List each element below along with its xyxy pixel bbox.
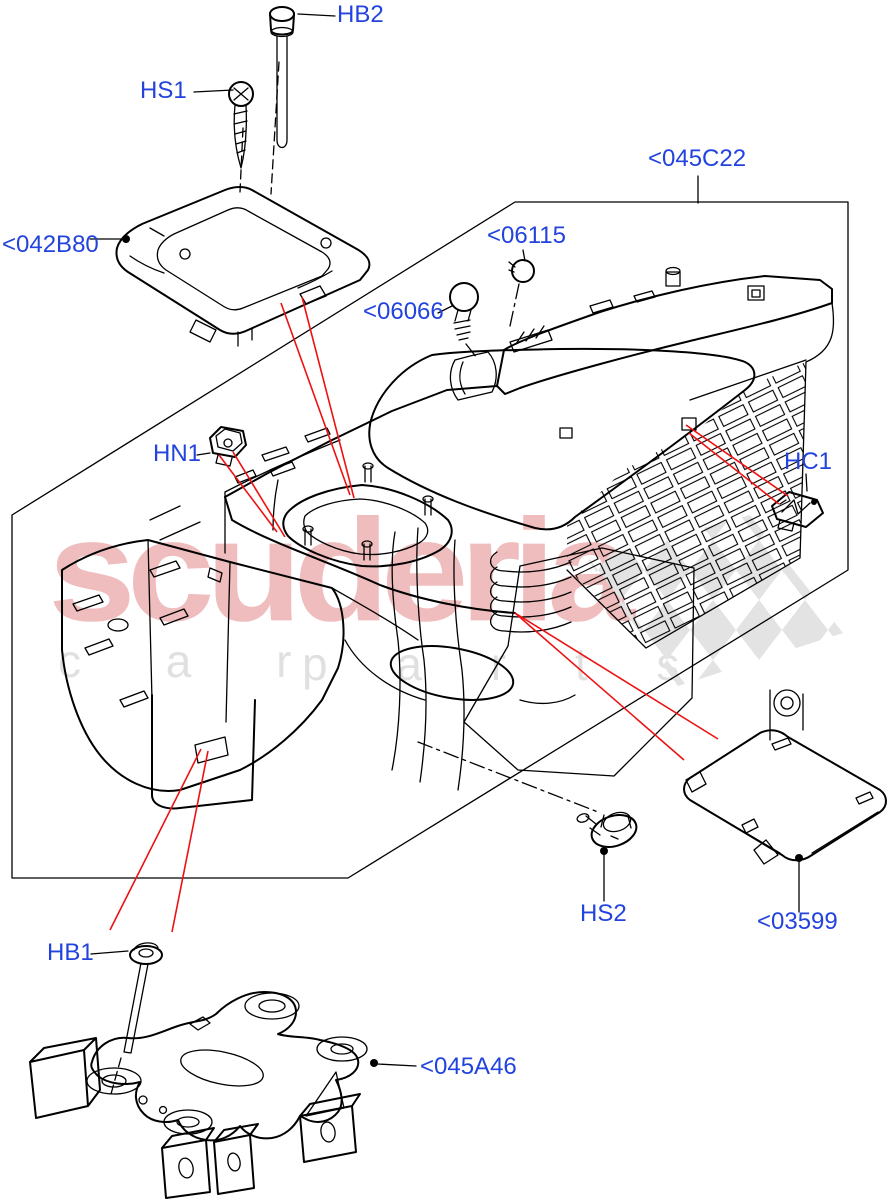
part-hn1-clip bbox=[209, 426, 247, 467]
watermark-word-parts: p a r t s bbox=[302, 638, 708, 690]
callout-06066[interactable]: <06066 bbox=[363, 298, 444, 325]
callout-045c22[interactable]: <045C22 bbox=[648, 145, 747, 172]
part-console-body bbox=[61, 347, 807, 810]
callout-042b80[interactable]: <042B80 bbox=[2, 231, 99, 258]
callout-hs2[interactable]: HS2 bbox=[580, 900, 627, 927]
callout-hc1[interactable]: HC1 bbox=[784, 448, 833, 475]
callout-hb1[interactable]: HB1 bbox=[47, 939, 94, 966]
part-045a46-bracket bbox=[29, 991, 368, 1199]
console-rear-lattice bbox=[567, 362, 806, 648]
pointer-lines-red bbox=[109, 296, 789, 933]
callout-03599[interactable]: <03599 bbox=[757, 908, 838, 935]
watermark-word-car: c a r bbox=[58, 635, 328, 687]
part-hb1-bolt bbox=[110, 942, 163, 1095]
part-hs2-bolt bbox=[576, 811, 638, 848]
callout-06115[interactable]: <06115 bbox=[487, 222, 566, 249]
callout-hn1[interactable]: HN1 bbox=[153, 440, 202, 467]
diagram-bounding-box bbox=[11, 201, 849, 879]
assembly-line-hs2 bbox=[417, 741, 599, 813]
part-042b80-armrest-frame bbox=[115, 186, 371, 347]
leader-lines bbox=[89, 13, 808, 1067]
part-hc1-clip bbox=[771, 491, 824, 532]
part-hb2-bolt bbox=[269, 6, 295, 195]
console-front-lattice bbox=[463, 547, 695, 777]
part-06115-ball bbox=[508, 259, 535, 327]
part-03599-cover-panel bbox=[683, 729, 887, 865]
callout-045a46[interactable]: <045A46 bbox=[420, 1053, 517, 1080]
callout-hs1[interactable]: HS1 bbox=[140, 77, 187, 104]
part-hs1-screw bbox=[228, 81, 254, 193]
part-console-bridge bbox=[496, 266, 835, 395]
callout-hb2[interactable]: HB2 bbox=[337, 1, 384, 28]
part-06066-ball-stud bbox=[449, 282, 497, 401]
